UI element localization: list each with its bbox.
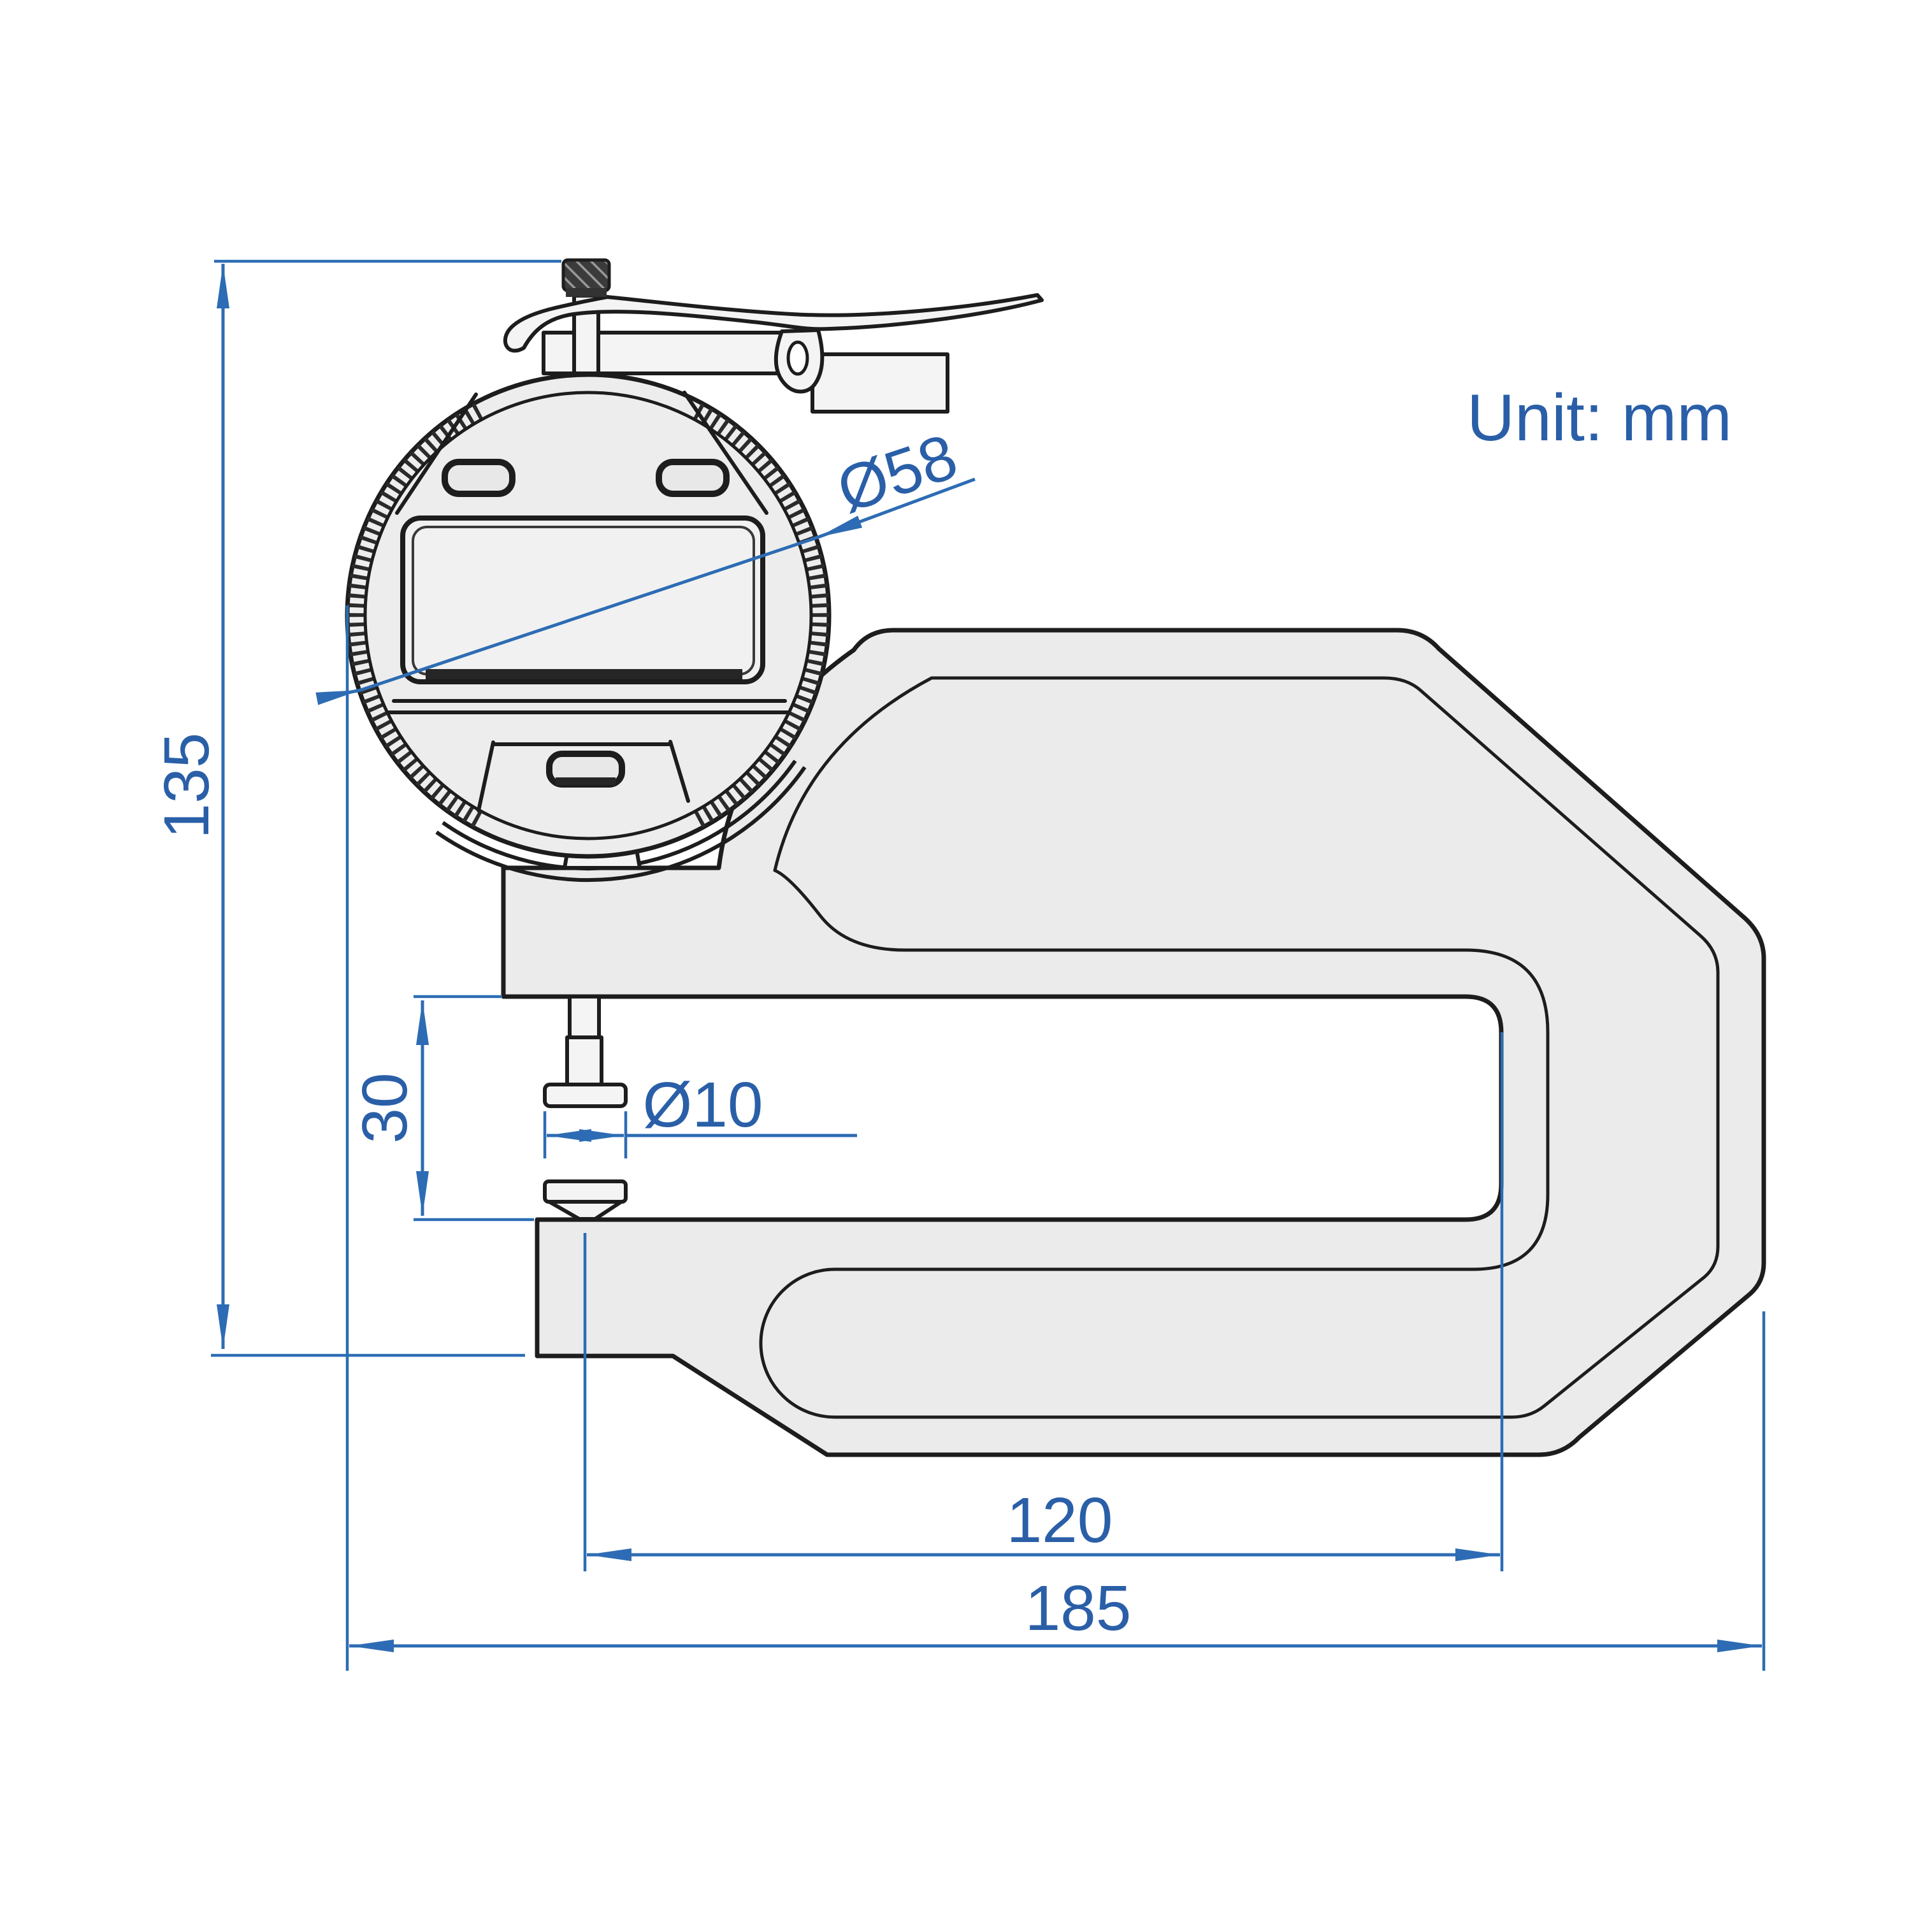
top-lug-left-edge	[395, 393, 478, 515]
face-slot-top-right	[656, 459, 730, 497]
knurled-cap	[561, 258, 611, 292]
bottom-lug-right-edge	[668, 740, 690, 803]
spindle-rod	[568, 995, 601, 1041]
dim-58-label: Ø58	[829, 421, 966, 526]
dim-58-leader-right	[818, 477, 976, 539]
dim-throat-opening: 30	[349, 995, 534, 1222]
knurled-cap-band	[566, 288, 607, 297]
dim-overall-width: 185	[345, 605, 1766, 1671]
dim-120-label: 120	[1007, 1485, 1113, 1556]
top-lug-right-edge	[682, 391, 768, 515]
dim-135-label: 135	[151, 733, 222, 839]
dim-185-label: 185	[1025, 1573, 1132, 1644]
bottom-lug-left-edge	[477, 740, 495, 812]
lower-anvil-cone	[547, 1200, 623, 1221]
lever-pivot-hole	[786, 340, 809, 376]
dim-58-leader-left	[315, 688, 361, 705]
dim-throat-depth: 120	[583, 1032, 1504, 1571]
lower-anvil-disc	[543, 1179, 628, 1204]
dim-58-leader-mid	[360, 535, 819, 692]
bezel-knurl-right	[693, 403, 830, 828]
dim-overall-height: 135	[151, 259, 561, 1357]
unit-note: Unit: mm	[1467, 381, 1732, 455]
spindle-step	[565, 1035, 603, 1089]
face-slot-top-left	[442, 459, 515, 497]
upper-anvil	[543, 1083, 628, 1108]
collar-outer-arc	[435, 766, 807, 883]
lifting-lever	[503, 293, 1044, 353]
lcd-display	[400, 515, 765, 684]
frame-pocket-inset-line	[759, 676, 1720, 1419]
lever-mount-block	[811, 352, 949, 414]
spindle-assembly	[543, 995, 628, 1221]
dial-face	[387, 391, 791, 812]
dim-30-label: 30	[349, 1072, 421, 1143]
dim-anvil-diameter: Ø10	[543, 1069, 857, 1158]
bezel-knurl-left	[347, 403, 484, 828]
dim-10-label: Ø10	[642, 1069, 763, 1141]
